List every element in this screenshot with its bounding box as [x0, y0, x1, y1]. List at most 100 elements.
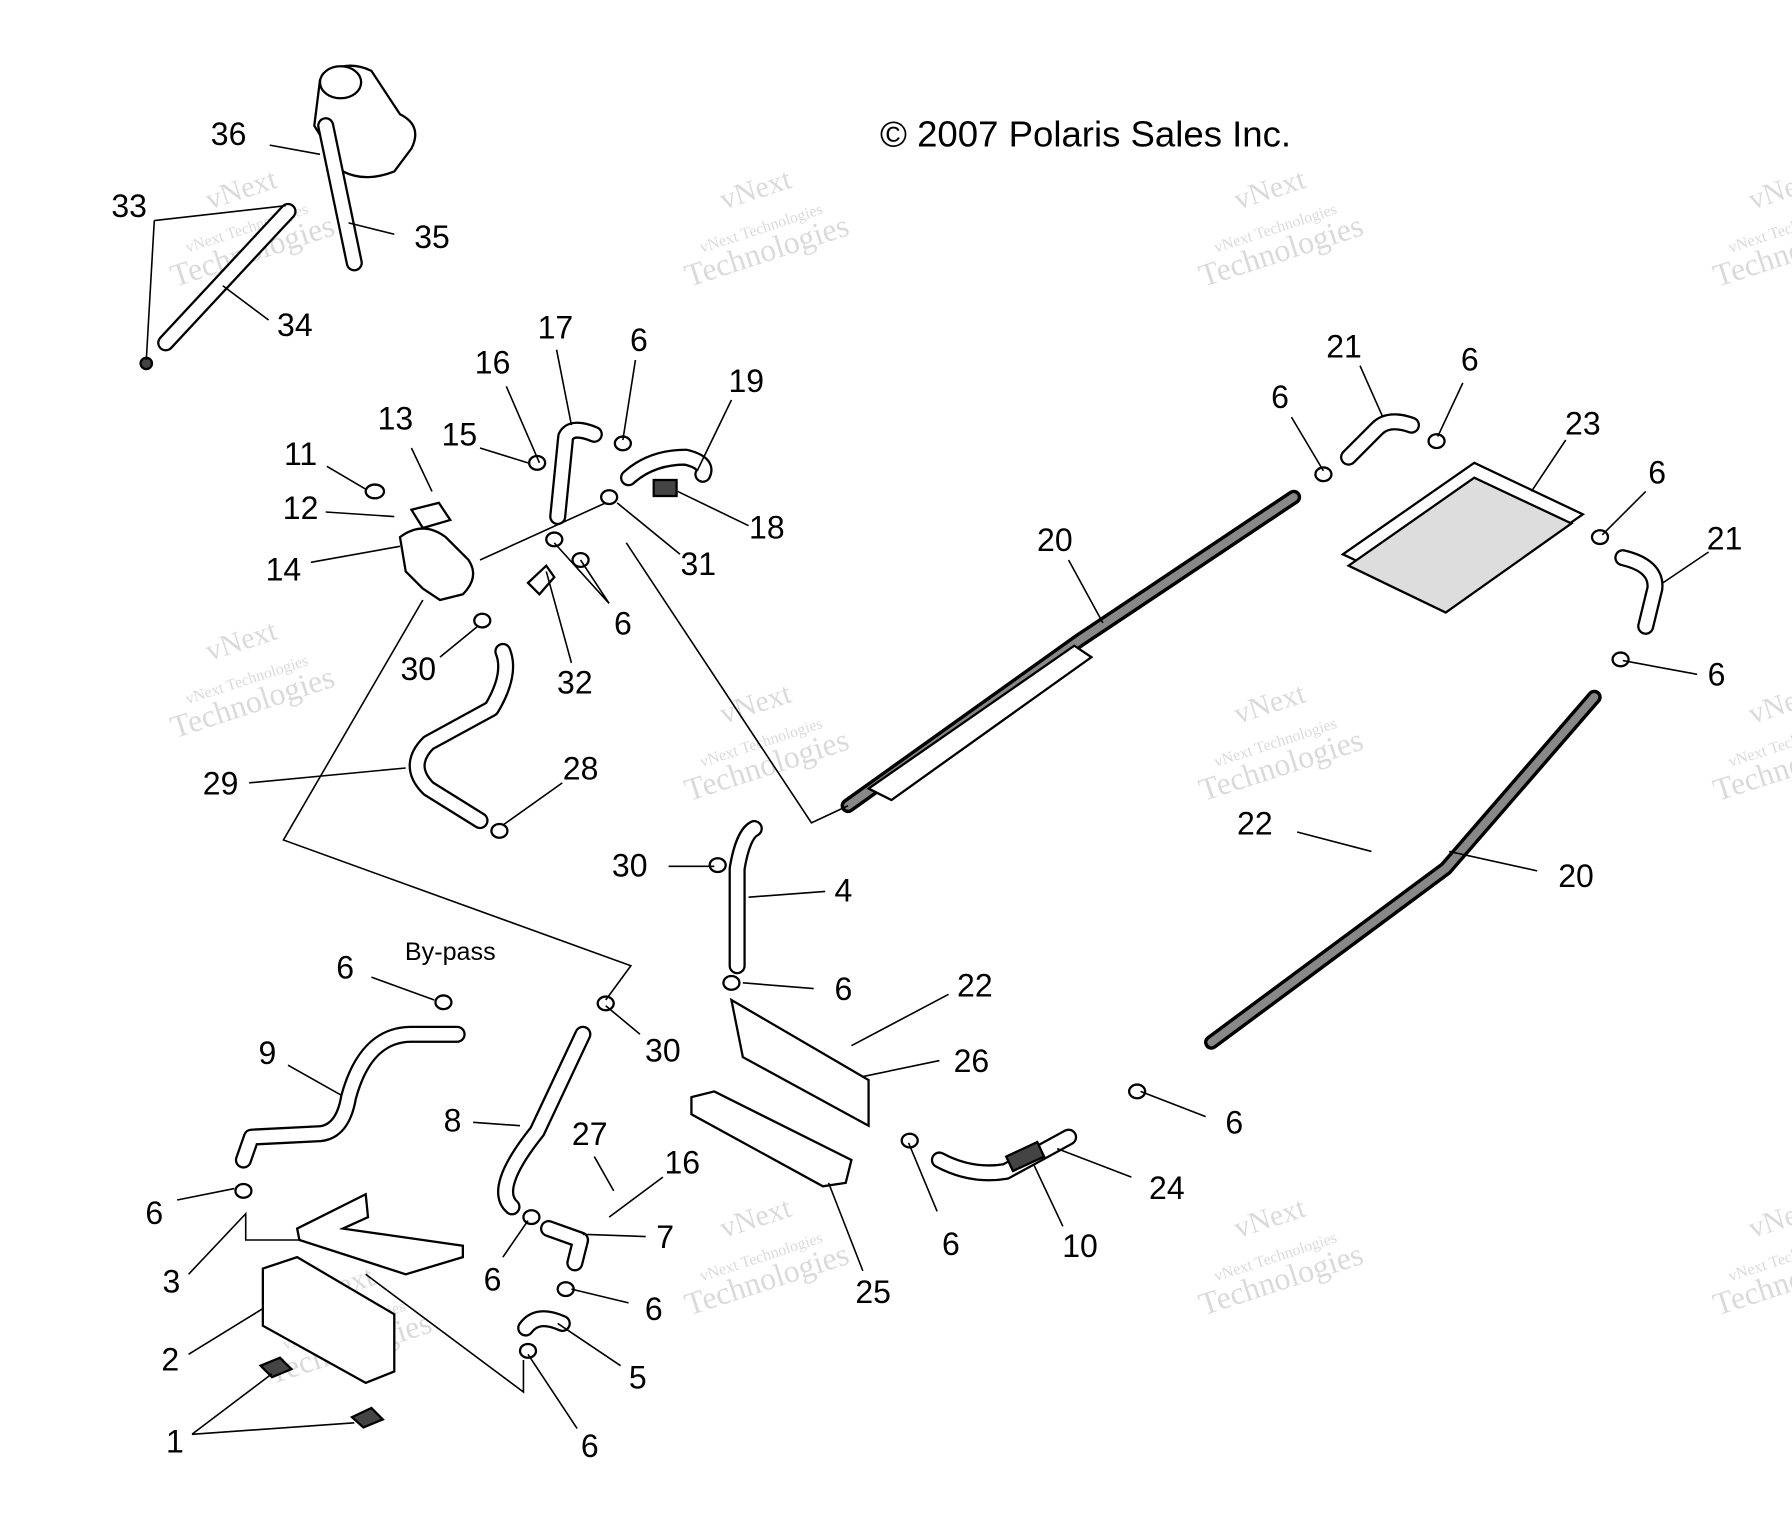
callout-6: 6 — [942, 1226, 960, 1262]
callout-6: 6 — [614, 605, 632, 641]
hose-9 — [237, 1028, 464, 1167]
hose-clamp — [708, 857, 727, 874]
hose-clamp — [490, 822, 509, 839]
callout-7: 7 — [656, 1219, 674, 1255]
hose-clamp — [722, 974, 741, 991]
hose-clamp — [1128, 1083, 1147, 1100]
callout-18: 18 — [749, 509, 785, 545]
hose-clamp — [556, 1281, 575, 1298]
callout-13: 13 — [378, 401, 414, 437]
hose-35 — [319, 119, 361, 270]
parts — [139, 64, 1664, 1429]
callout-30: 30 — [645, 1033, 681, 1069]
callout-17: 17 — [538, 309, 574, 345]
hose-clamp — [1611, 651, 1630, 668]
hose-10 — [933, 1130, 1075, 1180]
callout-6: 6 — [484, 1261, 502, 1297]
callout-30: 30 — [400, 651, 436, 687]
callout-6: 6 — [630, 322, 648, 358]
callout-10: 10 — [1062, 1228, 1098, 1264]
callout-6: 6 — [1648, 454, 1666, 490]
callout-31: 31 — [680, 546, 716, 582]
svg-text:vNext: vNext — [716, 163, 796, 216]
callout-22: 22 — [1237, 805, 1273, 841]
hose-4 — [730, 822, 761, 972]
reservoir-cap — [318, 65, 363, 100]
hose-clamp — [522, 1209, 541, 1226]
callout-23: 23 — [1565, 405, 1601, 441]
callout-6: 6 — [1225, 1105, 1243, 1141]
callout-20: 20 — [1558, 858, 1594, 894]
leader-lines — [145, 144, 1710, 1436]
callout-6: 6 — [1708, 657, 1726, 693]
coolant-tube-20-lower — [1207, 693, 1599, 1047]
hose-clamps — [234, 433, 1630, 1359]
hose-21-lower — [1616, 551, 1662, 633]
bracket-25 — [690, 1090, 853, 1188]
hose-clamp — [1314, 466, 1333, 483]
callout-1: 1 — [166, 1424, 184, 1460]
callout-15: 15 — [442, 417, 478, 453]
callout-3: 3 — [163, 1264, 181, 1300]
copyright-text: © 2007 Polaris Sales Inc. — [880, 113, 1291, 154]
callout-22: 22 — [957, 968, 993, 1004]
hose-5 — [519, 1312, 569, 1335]
callout-11: 11 — [284, 436, 317, 472]
callout-6: 6 — [145, 1195, 163, 1231]
bracket-26 — [729, 997, 870, 1128]
svg-text:vNext: vNext — [716, 1192, 796, 1245]
svg-text:Technologies: Technologies — [1709, 1235, 1792, 1322]
callout-9: 9 — [259, 1035, 277, 1071]
hose-clamp — [473, 612, 492, 629]
callout-8: 8 — [444, 1102, 462, 1138]
callout-16: 16 — [664, 1145, 700, 1181]
spring-24 — [1004, 1140, 1046, 1173]
svg-text:Technologies: Technologies — [1709, 721, 1792, 808]
svg-text:vNext: vNext — [1230, 1192, 1310, 1245]
hose-clamp — [596, 995, 615, 1012]
part-11 — [364, 483, 386, 500]
svg-text:Technologies: Technologies — [1709, 207, 1792, 294]
fitting-32 — [526, 563, 556, 596]
callout-34: 34 — [277, 307, 313, 343]
callout-5: 5 — [629, 1360, 647, 1396]
callout-30: 30 — [612, 848, 648, 884]
callout-16: 16 — [475, 345, 511, 381]
callout-24: 24 — [1149, 1170, 1185, 1206]
gasket-12 — [409, 501, 453, 530]
callout-6: 6 — [1271, 379, 1289, 415]
callout-26: 26 — [954, 1043, 990, 1079]
callout-6: 6 — [1461, 341, 1479, 377]
hose-19 — [622, 450, 711, 484]
hose-clamp — [600, 489, 619, 506]
svg-text:vNext: vNext — [1230, 677, 1310, 730]
svg-text:vNext: vNext — [202, 615, 282, 668]
rail-bracket-upper — [866, 644, 1094, 802]
callout-2: 2 — [161, 1341, 179, 1377]
hose-34 — [159, 205, 295, 350]
hose-clamp — [518, 1342, 538, 1359]
callout-36: 36 — [211, 116, 247, 152]
svg-text:vNext: vNext — [716, 677, 796, 730]
svg-text:vNext: vNext — [1745, 1192, 1792, 1245]
bypass-label: By-pass — [405, 938, 496, 966]
hose-clamp — [434, 994, 453, 1011]
svg-text:vNext: vNext — [1745, 163, 1792, 216]
bracket-3 — [295, 1192, 464, 1276]
hose-8 — [499, 1028, 590, 1214]
callout-6: 6 — [336, 949, 354, 985]
hose-29 — [410, 645, 512, 827]
callout-14: 14 — [266, 552, 302, 588]
